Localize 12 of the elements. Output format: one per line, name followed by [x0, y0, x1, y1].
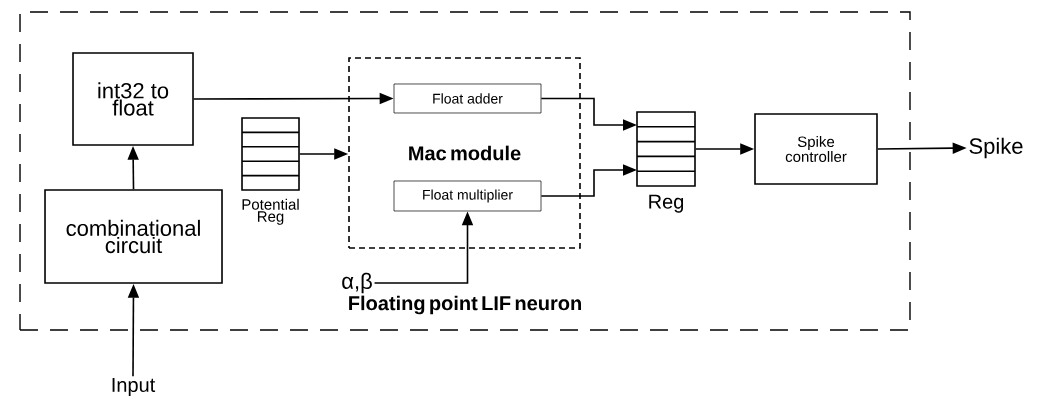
input-label: Input [112, 378, 156, 396]
node-label: Potential Reg [242, 198, 299, 225]
register-stack: Reg [636, 111, 696, 213]
process-box: Spike controller [754, 113, 878, 185]
register-stack: Potential Reg [241, 117, 300, 225]
process-box: combinational circuit [44, 189, 223, 284]
parameter-label: α,β [342, 272, 372, 294]
process-box: int32 to float [72, 52, 194, 146]
process-box: Float multiplier [393, 180, 542, 212]
output-label: Spike [969, 137, 1023, 159]
process-box: Float adder [393, 83, 542, 114]
node-label: Reg [649, 194, 684, 213]
